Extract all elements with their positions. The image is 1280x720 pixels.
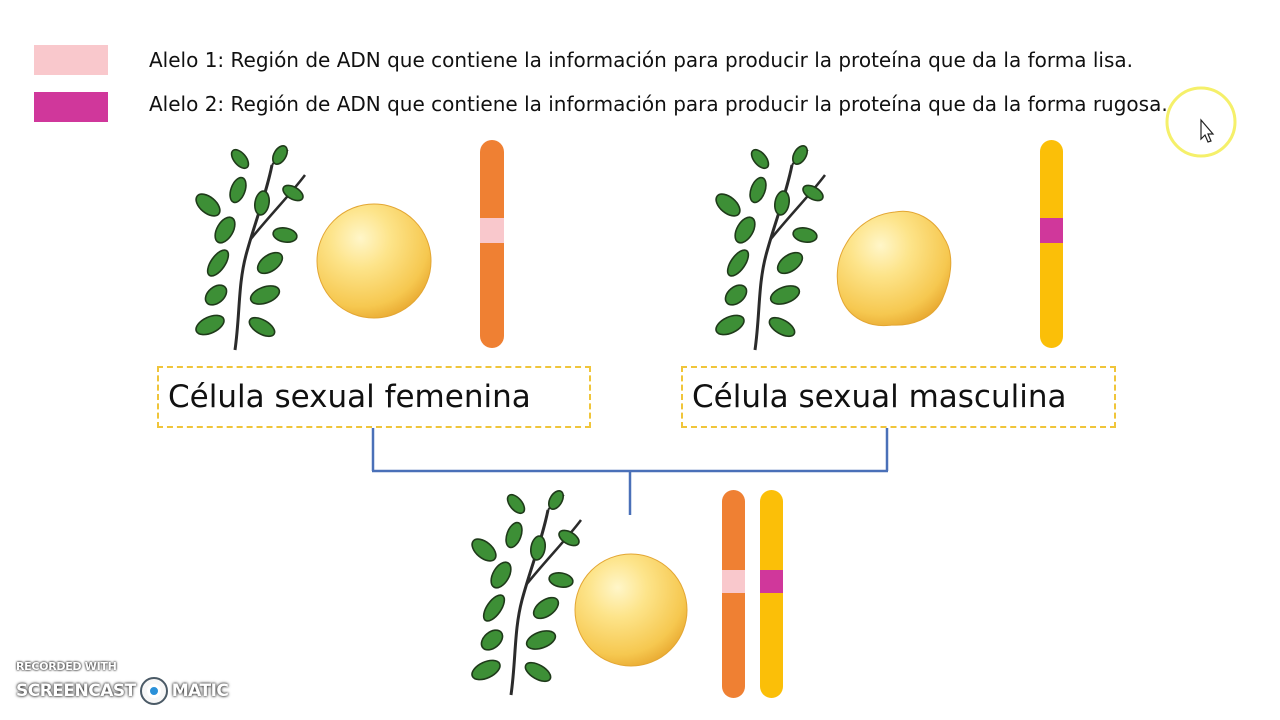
wrinkled-pea-icon [836,210,952,327]
legend-allele1 [34,45,108,75]
plant-icon-female [190,141,308,352]
cross-connector [371,428,889,515]
female-chromosome [480,140,504,348]
offspring-chromosome-paternal [760,490,783,698]
allele2-description: Alelo 2: Región de ADN que contiene la i… [149,92,1168,116]
screencast-logo-icon [139,677,168,705]
screencast-watermark: RECORDED WITH SCREENCAST MATIC [16,660,229,705]
allele2-swatch [34,92,108,122]
male-allele2-band [1040,218,1063,243]
mouse-cursor-icon [1200,118,1215,143]
plant-icon-male [710,141,828,352]
female-cell-label-text: Célula sexual femenina [168,379,531,415]
cursor-highlight [1165,86,1237,158]
female-allele1-band [480,218,504,243]
male-cell-label: Célula sexual masculina [681,366,1116,428]
offspring-allele2-band [760,570,783,593]
female-cell-label: Célula sexual femenina [157,366,591,428]
watermark-line1: RECORDED WITH [16,660,117,673]
legend-allele2 [34,92,108,122]
allele1-description: Alelo 1: Región de ADN que contiene la i… [149,48,1133,72]
male-chromosome [1040,140,1063,348]
offspring-pea-icon [574,553,688,667]
male-cell-label-text: Célula sexual masculina [692,379,1067,415]
allele1-swatch [34,45,108,75]
offspring-chromosome-maternal [722,490,745,698]
watermark-brand-left: SCREENCAST [16,681,136,701]
watermark-line2: SCREENCAST MATIC [16,677,229,705]
watermark-brand-right: MATIC [171,681,229,701]
offspring-allele1-band [722,570,745,593]
plant-icon-offspring [466,486,584,697]
smooth-pea-icon [316,203,432,319]
